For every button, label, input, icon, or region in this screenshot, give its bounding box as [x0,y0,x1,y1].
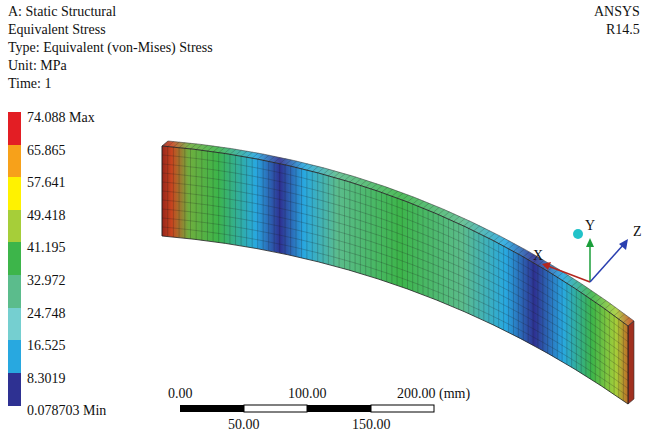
header-text: Type: Equivalent (von-Mises) Stress [8,40,213,56]
legend-swatch [8,177,21,210]
legend-value: 65.865 [27,143,66,159]
beam-model [162,141,634,404]
header-text: Equivalent Stress [8,22,106,38]
legend-swatch [8,242,21,275]
legend-value: 24.748 [27,306,66,322]
scale-value: 200.00 (mm) [397,386,470,402]
legend-value: 8.3019 [27,371,66,387]
header-text: Time: 1 [8,76,51,92]
header-text: Unit: MPa [8,58,67,74]
legend-swatch [8,210,21,243]
legend-value: 32.972 [27,273,66,289]
legend-swatch [8,340,21,373]
axis-triad [542,229,628,282]
axis-label: X [533,248,543,264]
legend-min-value: 0.078703 Min [27,403,106,419]
header-text: A: Static Structural [8,4,116,20]
scale-bar [180,405,434,412]
scale-value: 0.00 [168,386,193,402]
axis-label: Z [633,224,642,240]
legend-swatch [8,145,21,178]
legend-swatch [8,373,21,406]
legend-value: 57.641 [27,175,66,191]
scale-value: 50.00 [228,417,260,433]
legend-swatch [8,112,21,145]
axis-label: Y [585,218,595,234]
legend-swatch [8,308,21,341]
legend-swatch [8,275,21,308]
software-version: R14.5 [606,22,640,38]
scale-value: 100.00 [288,386,327,402]
legend-value: 41.195 [27,240,66,256]
scale-value: 150.00 [352,417,391,433]
legend-value: 16.525 [27,338,66,354]
legend-value: 49.418 [27,208,66,224]
legend-value: 74.088 Max [27,110,95,126]
software-name: ANSYS [594,4,640,20]
